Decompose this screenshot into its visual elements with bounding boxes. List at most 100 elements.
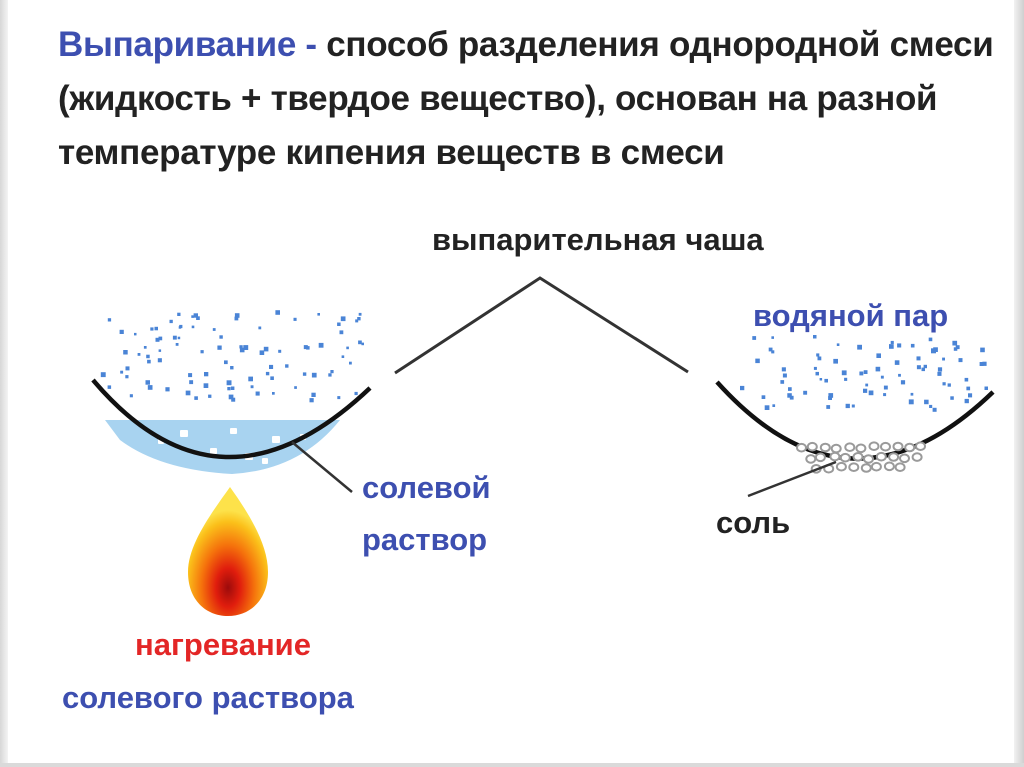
solution-pointer-line (291, 441, 353, 493)
vapor-dot (947, 383, 951, 387)
vapor-dot (354, 391, 358, 396)
vapor-dot (317, 313, 320, 316)
slide-frame-right (1014, 0, 1024, 767)
vapor-dot (157, 358, 162, 363)
salt-crystal (796, 442, 807, 453)
salt-crystal (894, 462, 906, 473)
vapor-dot (768, 347, 773, 352)
vapor-dot (231, 397, 236, 402)
title-term: Выпаривание - (58, 25, 317, 64)
salt-crystal (829, 451, 841, 462)
salt-crystal (863, 454, 874, 464)
vapor-dot (230, 366, 234, 370)
vapor-dot (828, 393, 834, 398)
salt-crystal (880, 441, 891, 452)
vapor-dot (150, 327, 154, 331)
salt-crystal (844, 442, 856, 453)
salt-crystals-icon (796, 441, 926, 474)
vapor-dot (340, 316, 346, 322)
vapor-dot (816, 353, 820, 357)
vapor-dot (234, 316, 239, 321)
label-heating-2: солевого раствора (62, 680, 354, 715)
vapor-dot (278, 349, 282, 353)
vapor-dot (239, 347, 245, 353)
vapor-dot (263, 346, 269, 352)
vapor-dot (341, 355, 345, 358)
salt-crystal (848, 462, 860, 473)
vapor-dot (158, 349, 162, 352)
vapor-dot (259, 350, 265, 355)
vapor-dot (185, 390, 191, 396)
vapor-dot (328, 373, 332, 377)
slide-frame-left (0, 0, 8, 767)
vapor-dot (824, 378, 828, 383)
vapor-dot (966, 386, 971, 391)
salt-crystal (899, 453, 910, 464)
vapor-dot (123, 350, 128, 355)
left-evaporating-dish-icon (91, 378, 372, 460)
vapor-dot (306, 346, 310, 350)
vapor-dot (859, 371, 864, 376)
right-vapor-dots-icon (740, 335, 988, 412)
vapor-dot (154, 326, 158, 331)
vapor-dot (293, 317, 297, 321)
salt-crystal (805, 454, 817, 464)
vapor-dot (248, 376, 253, 382)
right-evaporating-dish-icon (715, 380, 995, 461)
vapor-dot (931, 348, 936, 354)
vapor-dot (119, 329, 124, 334)
vapor-dot (217, 345, 222, 350)
vapor-dot (979, 362, 984, 366)
vapor-dot (239, 345, 243, 349)
vapor-dot (863, 388, 868, 393)
vapor-dot (224, 360, 228, 365)
vapor-dot (165, 387, 170, 392)
vapor-dot (194, 396, 198, 400)
label-salt: соль (716, 505, 791, 540)
vapor-dot (255, 391, 260, 396)
vapor-dot (787, 393, 792, 398)
vapor-dot (193, 313, 198, 318)
slide-frame-bottom (0, 763, 1024, 767)
vapor-dot (883, 393, 887, 397)
title-line-3: температуре кипения веществ в смеси (58, 133, 725, 172)
salt-crystal (830, 443, 842, 454)
vapor-dot (868, 390, 874, 396)
vapor-dot (175, 343, 179, 346)
vapor-dot (270, 376, 274, 380)
vapor-dot (880, 375, 884, 379)
vapor-dot (950, 396, 954, 400)
salt-crystal (915, 441, 926, 452)
vapor-dot (964, 398, 969, 404)
salt-crystal (852, 452, 864, 462)
label-salt-solution-2: раствор (362, 522, 488, 557)
vapor-dot (898, 373, 901, 377)
vapor-dot (230, 386, 235, 390)
vapor-dot (107, 318, 112, 322)
label-evaporating-dish: выпарительная чаша (432, 222, 764, 257)
vapor-dot (953, 347, 958, 351)
vapor-dot (942, 357, 945, 361)
vapor-dot (208, 394, 212, 398)
vapor-dot (890, 340, 894, 344)
vapor-dot (815, 371, 819, 376)
vapor-dot (169, 319, 173, 324)
vapor-dot (803, 390, 808, 395)
vapor-dot (309, 398, 314, 403)
vapor-dot (137, 353, 141, 356)
vapor-dot (955, 345, 960, 350)
salt-crystal (911, 452, 923, 462)
vapor-dot (764, 405, 770, 410)
vapor-dot (952, 340, 958, 346)
vapor-dot (177, 312, 181, 316)
vapor-dot (851, 404, 855, 408)
salt-crystal (888, 452, 900, 462)
vapor-dot (158, 336, 163, 341)
vapor-dot (928, 337, 933, 342)
salt-crystal (892, 441, 904, 452)
salt-crystal (875, 451, 887, 462)
title-line-1: Выпаривание - способ разделения однородн… (58, 18, 1018, 72)
vapor-dot (303, 345, 308, 350)
vapor-dot (358, 340, 362, 345)
vapor-dot (923, 364, 927, 369)
